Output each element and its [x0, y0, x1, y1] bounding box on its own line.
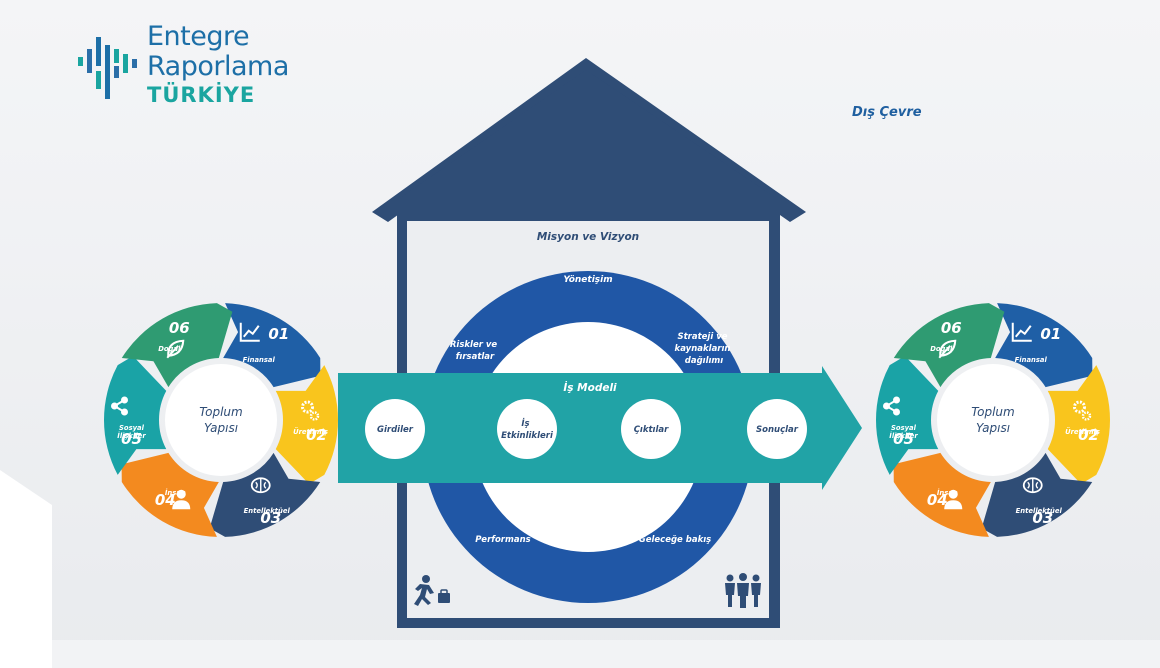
gears-icon [301, 400, 320, 421]
person-icon [944, 489, 963, 510]
capital-number-04: 04 [155, 491, 176, 509]
outlook-label: Geleceğe bakış [639, 535, 711, 545]
logo-line-turkiye: TÜRKİYE [147, 83, 256, 107]
mission-label: Misyon ve Vizyon [537, 231, 639, 243]
capital-label-06: Doğal [930, 345, 953, 353]
step-outputs-label: Çıktılar [634, 425, 669, 435]
step-activities-circle [497, 399, 557, 459]
capital-number-05: 05 [893, 430, 914, 448]
step-outcomes-circle [747, 399, 807, 459]
logo-line-raporlama: Raporlama [147, 51, 289, 82]
capital-number-02: 02 [1078, 426, 1099, 444]
capital-label-01: Finansal [243, 356, 276, 364]
capital-segment-02 [1047, 365, 1110, 484]
share-icon [111, 396, 128, 416]
capital-segment-01 [995, 303, 1093, 388]
house-gable [400, 70, 776, 198]
capital-number-01: 01 [1040, 325, 1061, 343]
capital-label-04: İnsan [165, 488, 186, 497]
capital-segment-03 [209, 452, 321, 537]
logo: Entegre Raporlama TÜRKİYE [0, 0, 344, 124]
capital-segment-05 [104, 356, 167, 475]
gears-icon [1073, 400, 1092, 421]
capital-label-02: Üretilmiş [293, 427, 328, 436]
capital-label-02: Üretilmiş [1065, 427, 1100, 436]
wheel-center [165, 364, 277, 476]
capital-label-01: Finansal [1015, 356, 1048, 364]
step-outputs-circle [621, 399, 681, 459]
capital-segment-06 [121, 303, 233, 388]
capital-segment-05 [876, 356, 939, 475]
capital-number-06: 06 [169, 319, 190, 337]
brain-icon [250, 477, 271, 494]
strategy-label: Strateji ve kaynakların dağılımı [675, 332, 734, 366]
step-outcomes-label: Sonuçlar [756, 425, 799, 435]
share-icon [883, 396, 900, 416]
capital-segment-04 [893, 452, 991, 537]
business-model-arrow [338, 366, 862, 490]
capital-number-01: 01 [268, 325, 289, 343]
capital-label-04: İnsan [937, 488, 958, 497]
capital-number-04: 04 [927, 491, 948, 509]
capital-segment-06 [893, 303, 1005, 388]
chart-icon [1011, 322, 1032, 342]
capital-segment-02 [275, 365, 338, 484]
capital-label-06: Doğal [158, 345, 181, 353]
capital-segment-04 [121, 452, 219, 537]
capital-number-06: 06 [941, 319, 962, 337]
performance-label: Performans [475, 535, 530, 545]
capital-segment-01 [223, 303, 321, 388]
step-inputs-circle [365, 399, 425, 459]
capital-number-02: 02 [306, 426, 327, 444]
capital-label-03: Entellektüel [1016, 507, 1063, 515]
business-model-title: İş Modeli [563, 380, 617, 394]
capital-segment-03 [981, 452, 1093, 537]
left-notch [0, 470, 52, 668]
logo-line-entegre: Entegre [147, 21, 250, 52]
capital-number-03: 03 [1032, 509, 1053, 527]
running-businessman-icon [414, 575, 450, 606]
logo-icon [78, 37, 137, 99]
bottom-band [52, 640, 1160, 668]
people-group-icon [725, 573, 761, 608]
capital-label-03: Entellektüel [244, 507, 291, 515]
brain-icon [1022, 477, 1043, 494]
person-icon [172, 489, 191, 510]
capital-number-05: 05 [121, 430, 142, 448]
business-steps: Girdiler İş Etkinlikleri Çıktılar Sonuçl… [365, 399, 807, 459]
wheel-center [937, 364, 1049, 476]
chart-icon [239, 322, 260, 342]
capital-number-03: 03 [260, 509, 281, 527]
external-environment-label: Dış Çevre [852, 105, 922, 120]
governance-label: Yönetişim [563, 275, 612, 285]
risks-label: Riskler ve fırsatlar [450, 340, 500, 362]
step-activities-label: İş Etkinlikleri [501, 418, 554, 441]
leaf-icon [938, 339, 957, 359]
leaf-icon [166, 339, 185, 359]
logo-wordmark: Entegre Raporlama TÜRKİYE [147, 22, 289, 108]
step-inputs-label: Girdiler [377, 425, 414, 435]
